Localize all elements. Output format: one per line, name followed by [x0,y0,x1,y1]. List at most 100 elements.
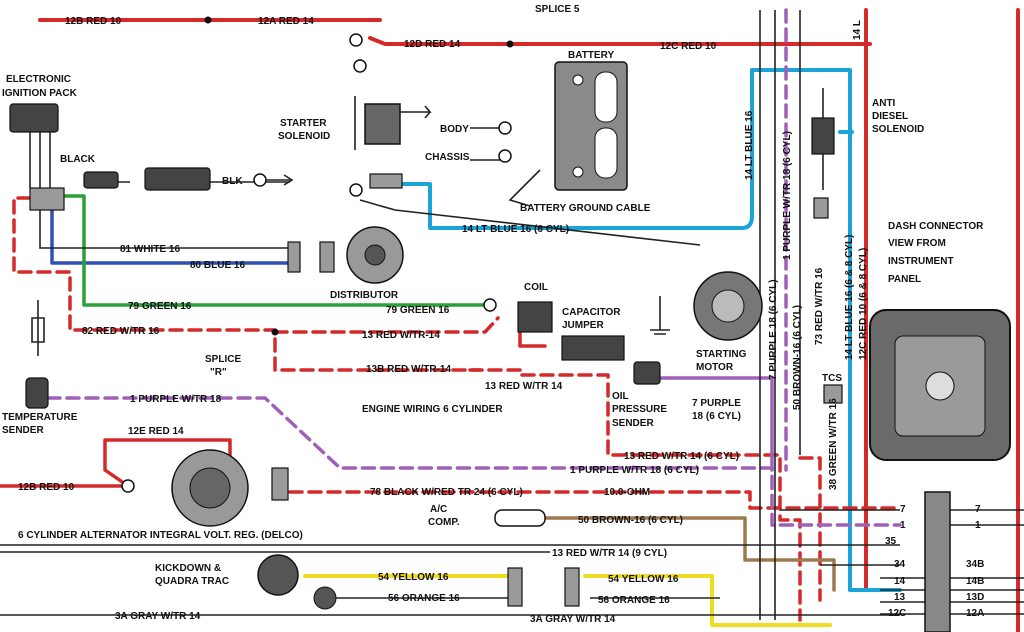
orange-connector-a [313,586,337,610]
wire-12d-red [368,36,872,46]
starting-motor-ground-icon [650,296,670,335]
wire-label: 81 WHITE 16 [120,244,180,255]
label-ac-comp-1: A/C [430,504,447,515]
wire-label: 50 BROWN-16 (6 CYL) [792,305,803,410]
wire-label: 56 ORANGE 16 [598,595,670,606]
wire-13-red-w-tr [273,316,500,334]
kickdown-switch [257,554,299,596]
distributor-connector-a [287,241,301,273]
label-dash-connector-4: PANEL [888,274,921,285]
label-capacitor-2: JUMPER [562,320,604,331]
dash-pin: 35 [885,536,897,547]
dash-pin: 7 [975,504,981,515]
label-kickdown-2: QUADRA TRAC [155,576,229,587]
solenoid-terminal-top-a [349,33,363,47]
label-splice-r-1: SPLICE [205,354,241,365]
wire-label: 1 PURPLE W/TR 18 [130,394,222,405]
wire-label: 54 YELLOW 16 [608,574,679,585]
dash-pin: 1 [975,520,981,531]
wire-label: 50 BROWN-16 (6 CYL) [578,515,683,526]
wire-black-lines [0,10,1024,620]
dash-pin: 14 [894,576,906,587]
dash-pin: 1 [900,520,906,531]
chassis-ground-terminal [498,149,512,163]
wire-label: 14 LT BLUE 16 [744,110,755,180]
black-connector-plug [83,171,119,189]
wire-label: 12D RED 14 [404,39,461,50]
dash-pin: 7 [900,504,906,515]
wire-label: 12A RED 14 [258,16,314,27]
spark-plug-icon [31,300,45,356]
wire-coil-red [518,328,547,348]
wire-78-black-red [288,490,902,510]
wire-label: 13B RED W/TR-14 [366,364,451,375]
wire-label: 56 ORANGE 16 [388,593,460,604]
capacitor-jumper [561,335,625,361]
dash-connector-center [925,371,955,401]
label-dash-connector-1: DASH CONNECTOR [888,221,984,232]
wire-label: 14 LT BLUE 16 (6 & 8 CYL) [844,235,855,360]
wire-label: 3A GRAY W/TR 14 [115,611,201,622]
label-ignition-pack-2: IGNITION PACK [2,88,78,99]
label-ac-comp-2: COMP. [428,517,460,528]
wire-label: 13 RED W/TR 14 (6 CYL) [624,451,739,462]
label-anti-diesel-3: SOLENOID [872,124,924,135]
yellow-connector-a [507,567,523,607]
wire-label: 78 BLACK W/RED TR 24 (6 CYL) [370,487,523,498]
label-oil-1: OIL [612,391,629,402]
wire-14-lt-blue-battery [398,68,902,592]
label-anti-diesel-1: ANTI [872,98,896,109]
label-splice-r-2: "R" [210,367,227,378]
label-tcs: TCS [822,373,842,384]
label-starting-motor-1: STARTING [696,349,747,360]
label-anti-diesel-2: DIESEL [872,111,908,122]
label-kickdown-1: KICKDOWN & [155,563,221,574]
coil-terminal [483,298,497,312]
wire-label: 13 RED W/TR-14 [362,330,440,341]
label-alternator: 6 CYLINDER ALTERNATOR INTEGRAL VOLT. REG… [18,530,303,541]
wire-label: 12C RED 10 [660,41,717,52]
splice-dot [204,16,212,24]
wire-label: 3A GRAY W/TR 14 [530,614,616,625]
wire-label: 38 GREEN W/TR 16 [828,398,839,490]
label-blk: BLK [222,176,243,187]
ac-comp-connector [494,509,546,527]
dash-pin: 13D [966,592,984,603]
anti-diesel-plug [813,197,829,219]
starter-solenoid [364,103,401,145]
alternator-inner [189,467,231,509]
label-dash-connector-2: VIEW FROM [888,238,946,249]
diagram-title: ENGINE WIRING 6 CYLINDER [362,404,503,415]
solenoid-lug [369,173,403,189]
wire-label: 1 PURPLE W/TR 18 (6 CYL) [570,465,699,476]
battery-cell-top [594,71,618,123]
battery-post-positive [572,74,584,86]
dash-pin: 12A [966,608,984,619]
wire-label: 79 GREEN 16 [128,301,192,312]
label-battery-ground-cable: BATTERY GROUND CABLE [520,203,651,214]
inline-connector [144,167,211,191]
wire-13-red-w-tr-14 [468,368,802,622]
blk-ground-terminal [253,173,267,187]
label-capacitor-1: CAPACITOR [562,307,621,318]
ignition-pack-leads [29,132,51,188]
label-ignition-pack-1: ELECTRONIC [6,74,71,85]
label-chassis: CHASSIS [425,152,470,163]
wire-label: 14 LT BLUE 16 (6 CYL) [462,224,569,235]
wire-label: 18 (6 CYL) [692,411,741,422]
label-temperature-2: SENDER [2,425,44,436]
label-oil-3: SENDER [612,418,654,429]
wire-label: 13 RED W/TR 14 (9 CYL) [552,548,667,559]
wire-label: 80 BLUE 16 [190,260,245,271]
label-starting-motor-2: MOTOR [696,362,734,373]
wire-label: 73 RED W/TR 16 [814,267,825,345]
wire-label: 12B RED 10 [65,16,122,27]
wire-54-yellow-b [583,574,832,627]
body-ground-terminal [498,121,512,135]
wire-label: 7 PURPLE 18 (6 CYL) [768,279,779,380]
dash-pin: 13 [894,592,906,603]
solenoid-bracket [354,96,432,150]
wire-label: SPLICE 5 [535,4,580,15]
dash-pin: 12C [888,608,906,619]
wire-label: 1 PURPLE W/TR 18 (6 CYL) [782,131,793,260]
